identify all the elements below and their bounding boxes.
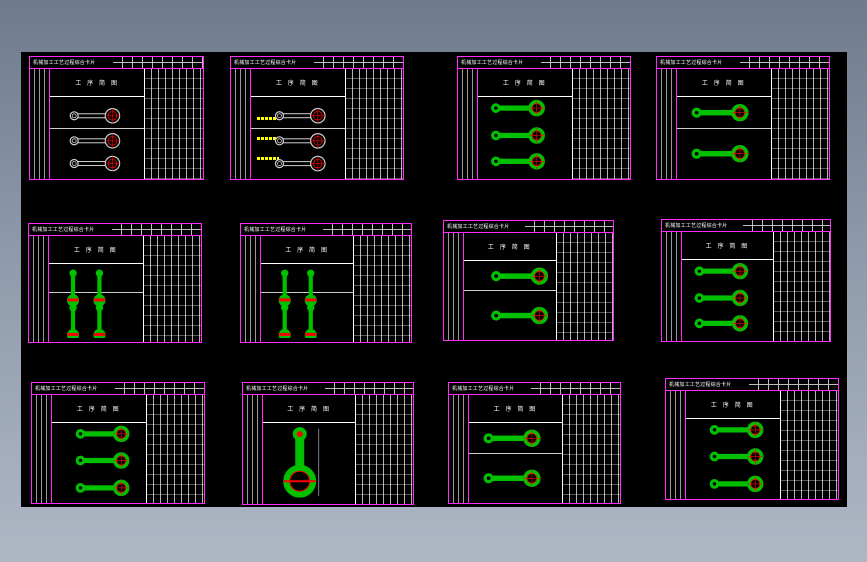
process-card-sheet-7[interactable]: 机械加工工艺过程综合卡片 工 序 简 图: [443, 220, 614, 341]
process-card-sheet-3[interactable]: 机械加工工艺过程综合卡片 工 序 简 图: [457, 56, 631, 180]
connecting-rod-sketch: [69, 108, 121, 172]
connecting-rod-sketch: [491, 267, 549, 325]
sheet-title: 机械加工工艺过程综合卡片: [669, 382, 732, 388]
process-sketch: [54, 425, 142, 499]
connecting-rod-sketch: [491, 99, 545, 170]
sheet-title: 机械加工工艺过程综合卡片: [33, 60, 96, 66]
sheet-header: 工 序 简 图: [73, 247, 118, 254]
sheet-header: 工 序 简 图: [275, 80, 320, 87]
process-card-sheet-11[interactable]: 机械加工工艺过程综合卡片 工 序 简 图: [448, 382, 621, 504]
sheet-header: 工 序 简 图: [487, 244, 532, 251]
connecting-rod-sketch: [278, 269, 317, 338]
sheet-title: 机械加工工艺过程综合卡片: [32, 227, 95, 233]
process-sketch: [52, 99, 141, 175]
sheet-header: 工 序 简 图: [76, 406, 121, 413]
sheet-header: 工 序 简 图: [493, 406, 538, 413]
sheet-title: 机械加工工艺过程综合卡片: [246, 386, 309, 392]
sheet-header: 工 序 简 图: [705, 243, 750, 250]
process-card-sheet-5[interactable]: 机械加工工艺过程综合卡片 工 序 简 图: [28, 223, 202, 343]
sheet-title: 机械加工工艺过程综合卡片: [665, 223, 728, 229]
sheet-title: 机械加工工艺过程综合卡片: [660, 60, 723, 66]
connecting-rod-sketch: [694, 262, 749, 332]
sheet-header: 工 序 简 图: [285, 247, 329, 254]
process-sketch: [263, 266, 350, 338]
process-sketch: [471, 425, 558, 499]
sheet-title: 机械加工工艺过程综合卡片: [452, 386, 515, 392]
sheet-header: 工 序 简 图: [287, 406, 331, 413]
sheet-title: 机械加工工艺过程综合卡片: [461, 60, 524, 66]
sheet-header: 工 序 简 图: [75, 80, 119, 87]
process-sketch: [253, 99, 341, 175]
process-card-sheet-2[interactable]: 机械加工工艺过程综合卡片 工 序 简 图: [230, 56, 404, 180]
connecting-rod-sketch: [283, 427, 320, 498]
process-card-sheet-4[interactable]: 机械加工工艺过程综合卡片 工 序 简 图: [656, 56, 830, 180]
process-card-sheet-12[interactable]: 机械加工工艺过程综合卡片 工 序 简 图: [665, 378, 839, 500]
sheet-header: 工 序 简 图: [710, 402, 755, 409]
connecting-rod-sketch: [691, 103, 749, 163]
process-sketch: [466, 263, 552, 336]
process-card-sheet-9[interactable]: 机械加工工艺过程综合卡片 工 序 简 图: [31, 382, 205, 504]
process-sketch: [265, 425, 352, 500]
sheet-title: 机械加工工艺过程综合卡片: [35, 386, 98, 392]
process-sketch: [679, 99, 767, 175]
connecting-rod-sketch: [75, 425, 130, 497]
sheet-title: 机械加工工艺过程综合卡片: [234, 60, 297, 66]
process-sketch: [688, 421, 776, 495]
sheet-title: 机械加工工艺过程综合卡片: [447, 224, 510, 230]
sheet-header: 工 序 简 图: [701, 80, 746, 87]
connecting-rod-sketch: [66, 269, 106, 338]
process-sketch: [480, 99, 568, 175]
connecting-rod-sketch: [709, 421, 764, 493]
sheet-header: 工 序 简 图: [502, 80, 547, 87]
connecting-rod-sketch: [274, 107, 326, 172]
process-sketch: [51, 266, 139, 338]
process-card-sheet-1[interactable]: 机械加工工艺过程综合卡片 工 序 简 图: [29, 56, 204, 180]
process-card-sheet-8[interactable]: 机械加工工艺过程综合卡片 工 序 简 图: [661, 219, 831, 342]
process-card-sheet-6[interactable]: 机械加工工艺过程综合卡片 工 序 简 图: [240, 223, 412, 343]
process-card-sheet-10[interactable]: 机械加工工艺过程综合卡片 工 序 简 图: [242, 382, 414, 505]
process-sketch: [684, 262, 770, 337]
sheet-title: 机械加工工艺过程综合卡片: [244, 227, 307, 233]
connecting-rod-sketch: [483, 429, 541, 487]
cad-drawing-canvas[interactable]: 机械加工工艺过程综合卡片 工 序 简 图 机械加工工艺过程综合卡片 工 序 简 …: [21, 52, 847, 507]
